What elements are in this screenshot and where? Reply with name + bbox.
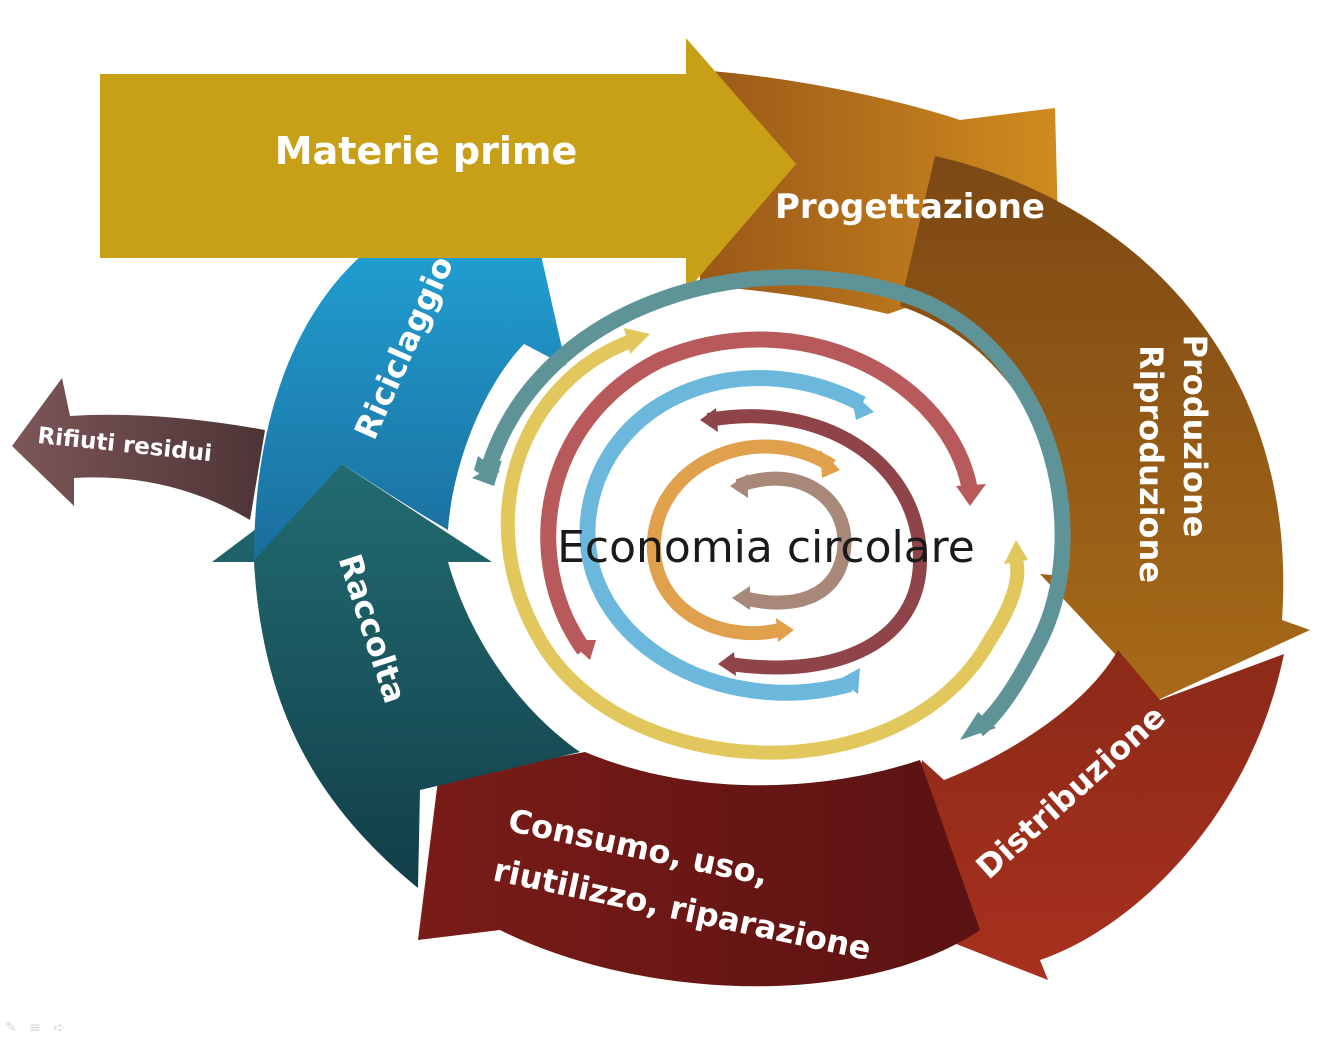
distribuzione-segment	[890, 650, 1284, 980]
produzione-label: Produzione	[1176, 335, 1214, 538]
pen-icon[interactable]: ✎	[5, 1020, 17, 1036]
slide-toolbar: ✎ ≡ ➪	[4, 1020, 66, 1036]
center-title: Economia circolare	[557, 522, 975, 573]
progettazione-label: Progettazione	[775, 187, 1045, 227]
riproduzione-label: Riproduzione	[1132, 345, 1170, 583]
consumo-segment	[418, 752, 980, 987]
materie-prime-label: Materie prime	[275, 129, 578, 173]
rifiuti-residui-arrow	[12, 378, 265, 520]
raccolta-segment	[212, 464, 580, 888]
inner-rings	[472, 269, 1071, 760]
menu-icon[interactable]: ≡	[29, 1020, 41, 1036]
next-icon[interactable]: ➪	[53, 1020, 65, 1036]
riciclaggio-segment	[254, 206, 566, 560]
materie-prime-arrow	[100, 38, 796, 292]
produzione-segment	[900, 156, 1310, 700]
